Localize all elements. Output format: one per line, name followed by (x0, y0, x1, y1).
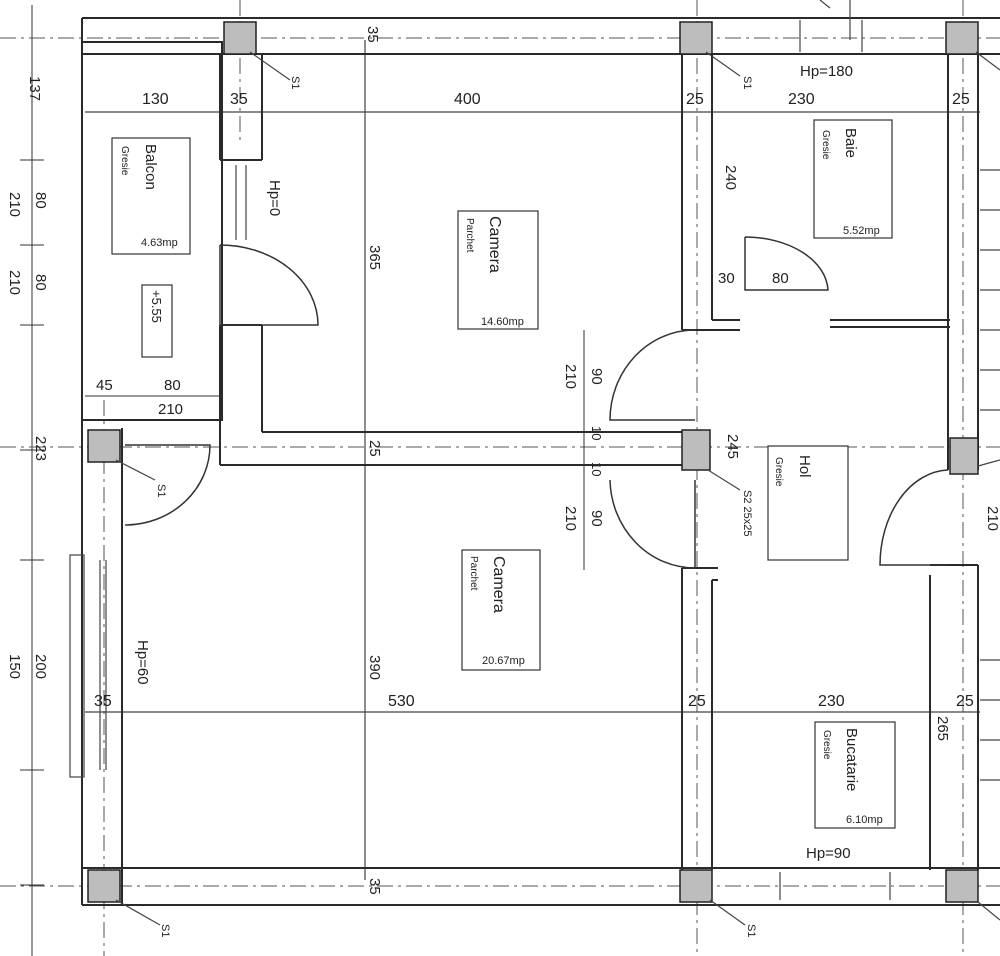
dim-25-mid-wall: 25 (366, 440, 383, 457)
dim-80-balcony: 80 (164, 377, 181, 394)
column-s2-middle (681, 429, 711, 471)
room-area-camera-bottom: 20.67mp (482, 655, 525, 667)
dim-530: 530 (388, 693, 415, 710)
dim-25-top-a: 25 (686, 91, 704, 108)
room-label-frames (111, 119, 896, 829)
tag-s1-bottom-left: S1 (159, 924, 171, 937)
dim-left-210-a: 210 (6, 192, 23, 217)
dimensions: 35 130 35 400 25 230 25 240 30 80 365 45… (6, 26, 1000, 895)
column-s1-bottom-right (945, 869, 979, 903)
door-right (879, 469, 949, 566)
room-name-camera-top: Camera (486, 216, 503, 273)
dim-210-door-top: 210 (562, 364, 579, 389)
tag-s1-top-mid: S1 (741, 76, 753, 89)
door-room-top (609, 329, 696, 421)
room-floor-hol: Gresie (773, 457, 784, 487)
room-area-baie: 5.52mp (843, 225, 880, 237)
height-hp90: Hp=90 (806, 845, 851, 862)
dim-25-bottom-b: 25 (956, 693, 974, 710)
dim-left-137: 137 (26, 76, 43, 101)
dim-210-door-bottom: 210 (562, 506, 579, 531)
left-dimension-chain (20, 5, 44, 956)
room-name-hol: Hol (796, 455, 813, 478)
room-area-camera-top: 14.60mp (481, 316, 524, 328)
column-s1-bottom-mid (679, 869, 713, 903)
room-name-bucatarie: Bucatarie (843, 728, 860, 791)
dim-210-balcony: 210 (158, 401, 183, 418)
room-floor-baie: Gresie (820, 130, 831, 160)
dim-90-door-top: 90 (588, 368, 605, 385)
dim-230-bottom: 230 (818, 693, 845, 710)
column-s1-top-mid (679, 21, 713, 55)
room-floor-camera-top: Parchet (464, 218, 475, 253)
dim-210-right: 210 (984, 506, 1000, 531)
column-s1-top-left (223, 21, 257, 55)
dim-130: 130 (142, 91, 169, 108)
tag-s1-left: S1 (155, 484, 167, 497)
dim-10-a: 10 (589, 426, 604, 440)
dim-365: 365 (366, 245, 383, 270)
dim-left-80-a: 80 (32, 192, 49, 209)
door-bathroom (744, 236, 829, 291)
dim-10-b: 10 (589, 462, 604, 476)
height-hp0: Hp=0 (266, 180, 283, 216)
dim-35-bottom-left: 35 (94, 693, 112, 710)
room-floor-camera-bottom: Parchet (468, 556, 479, 591)
room-area-balcon: 4.63mp (141, 237, 178, 249)
door-balcony (219, 244, 319, 326)
height-hp180: Hp=180 (800, 63, 853, 80)
column-s1-left (87, 429, 121, 463)
walls (69, 0, 1000, 906)
door-balcony-lower (124, 444, 211, 526)
room-area-bucatarie: 6.10mp (846, 814, 883, 826)
room-name-baie: Baie (842, 128, 859, 158)
dim-90-door-bottom: 90 (588, 510, 605, 527)
dim-25-top-b: 25 (952, 91, 970, 108)
doors (124, 236, 949, 569)
dim-left-80-b: 80 (32, 274, 49, 291)
room-name-balcon: Balcon (142, 144, 159, 190)
dim-35-top: 35 (230, 91, 248, 108)
room-name-camera-bottom: Camera (490, 556, 507, 613)
dim-left-200: 200 (32, 654, 49, 679)
room-floor-bucatarie: Gresie (821, 730, 832, 760)
dim-80-bath-door: 80 (772, 270, 789, 287)
tag-s1-bottom-mid: S1 (745, 924, 757, 937)
tag-s2: S2 25x25 (741, 490, 753, 536)
tag-s1-top-left: S1 (289, 76, 301, 89)
dim-390: 390 (366, 655, 383, 680)
columns (87, 21, 1000, 926)
dim-230-top: 230 (788, 91, 815, 108)
dim-25-bottom-a: 25 (688, 693, 706, 710)
dim-400: 400 (454, 91, 481, 108)
dim-45: 45 (96, 377, 113, 394)
room-labels: Balcon Gresie 4.63mp +5.55 Camera Parche… (119, 128, 883, 826)
dim-left-223: 223 (32, 436, 49, 461)
dim-30: 30 (718, 270, 735, 287)
column-s1-top-right (945, 21, 979, 55)
dim-240: 240 (722, 165, 739, 190)
room-floor-balcon: Gresie (119, 146, 130, 176)
dim-245: 245 (724, 434, 741, 459)
dim-bottom-wall: 35 (366, 878, 383, 895)
column-s1-bottom-left (87, 869, 121, 903)
dim-left-210-b: 210 (6, 270, 23, 295)
dim-top-wall: 35 (364, 26, 381, 43)
height-hp60: Hp=60 (134, 640, 151, 685)
opening-heights: Hp=180 Hp=0 Hp=60 Hp=90 (134, 63, 853, 862)
balcon-level: +5.55 (149, 290, 164, 323)
door-room-bottom (609, 479, 696, 569)
column-tags: S1 S1 S1 S2 25x25 S1 S1 (155, 76, 757, 937)
dim-left-150: 150 (6, 654, 23, 679)
column-right-middle (949, 437, 979, 475)
dim-265: 265 (934, 716, 951, 741)
